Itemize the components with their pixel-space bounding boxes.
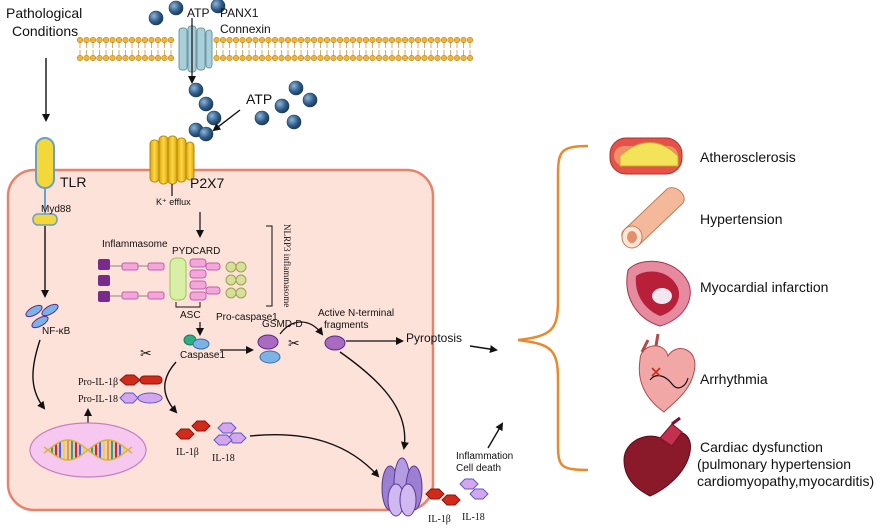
- arrow-atp-p2x7: [212, 109, 241, 132]
- disease-label-3: Arrhythmia: [700, 371, 768, 387]
- tlr-receptor-icon: [32, 137, 58, 226]
- active-fragment-icon: [324, 335, 346, 351]
- inflammasome-label: Inflammasome: [102, 239, 168, 250]
- cell-body: [6, 168, 435, 512]
- scissors-icon-2: ✂: [140, 345, 152, 361]
- dna-icon: [43, 439, 133, 461]
- myd88-label: Myd88: [41, 204, 71, 215]
- atp-molecules: [148, 0, 318, 142]
- il18-cell-label: IL-18: [212, 453, 235, 464]
- caspase1-icon: [183, 334, 210, 350]
- arrow-nfkb-nucleus: [32, 339, 46, 410]
- il1b-cell-icon: [175, 420, 211, 440]
- pro-il1b-label: Pro-IL-1β: [78, 377, 118, 388]
- atp-top-label: ATP: [187, 6, 209, 20]
- nfkb-label: NF-κB: [42, 326, 71, 337]
- nlrp3-label: NLRP3 inflammasome: [282, 224, 292, 307]
- il1b-out-icon: [425, 488, 461, 506]
- connexin-label: Connexin: [220, 22, 271, 36]
- p2x7-label: P2X7: [190, 175, 224, 191]
- pyd-label: PYD: [172, 246, 193, 257]
- dysfunction-heart-icon: [623, 416, 691, 497]
- pro-caspase1-label: Pro-caspase1: [216, 312, 278, 323]
- disease-label-4: Cardiac dysfunction(pulmonary hypertensi…: [697, 439, 874, 489]
- il18-cell-icon: [213, 422, 247, 446]
- arrow-il-pore: [249, 434, 380, 478]
- infarct-heart-icon: [626, 260, 691, 327]
- pro-il1b-icon: [119, 374, 163, 386]
- k-efflux-label: K⁺ efflux: [156, 197, 191, 207]
- panx1-channel-icon: [178, 18, 213, 84]
- arrow-caspase-il: [164, 361, 178, 414]
- disease-label-0: Atherosclerosis: [700, 149, 796, 165]
- gsmd-label: GSMD-D: [262, 319, 303, 330]
- asc-label: ASC: [180, 310, 201, 321]
- vessel-icon: [621, 187, 685, 249]
- tlr-label: TLR: [60, 174, 86, 190]
- pro-il18-label: Pro-IL-18: [78, 394, 118, 405]
- il1b-out-label: IL-1β: [428, 514, 451, 525]
- inflammasome-complex-icon: [98, 257, 247, 308]
- disease-label-2: Myocardial infarction: [700, 279, 828, 295]
- il18-out-label: IL-18: [462, 512, 485, 523]
- il18-out-icon: [459, 478, 489, 500]
- pro-il18-icon: [119, 392, 163, 404]
- arrow-inflammation-up: [487, 422, 504, 449]
- cell-membrane: [76, 36, 474, 62]
- artery-plaque-icon: [609, 137, 683, 175]
- arrow-gsmd-fragments: [279, 321, 324, 336]
- panx1-label: PANX1: [220, 6, 259, 20]
- p2x7-receptor-icon: [149, 135, 195, 185]
- atp-mid-label: ATP: [246, 91, 272, 107]
- gasdermin-pore-icon: [381, 457, 423, 517]
- card-label: CARD: [192, 246, 220, 257]
- heart-icon: [638, 333, 696, 413]
- caspase1-label: Caspase1: [180, 350, 225, 361]
- il1b-cell-label: IL-1β: [176, 447, 199, 458]
- arrow-pyroptosis-right: [469, 345, 498, 354]
- gsmd-icon: [257, 334, 281, 364]
- nfkb-icon: [25, 303, 59, 329]
- nlrp3-bracket: [266, 225, 273, 307]
- curly-bracket: [517, 144, 589, 472]
- scissors-icon: ✂: [288, 335, 300, 351]
- pyroptosis-label: Pyroptosis: [406, 331, 462, 345]
- disease-label-1: Hypertension: [700, 211, 783, 227]
- arrow-fragment-pore: [339, 351, 409, 450]
